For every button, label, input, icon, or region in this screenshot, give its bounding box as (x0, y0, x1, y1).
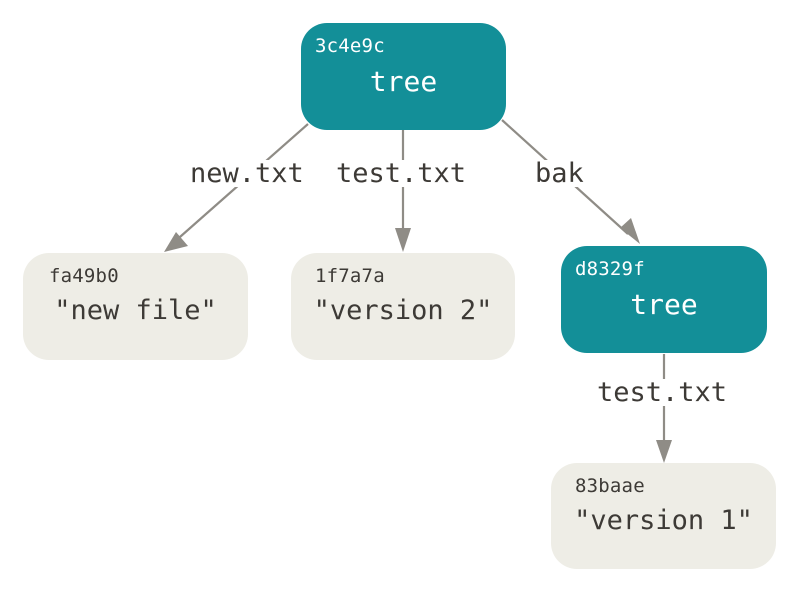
blob-version-1-node: 83baae "version 1" (551, 463, 776, 569)
blob-version-1-label: "version 1" (574, 505, 753, 536)
arrowhead-bak-test (656, 440, 672, 463)
root-tree-label: tree (369, 65, 438, 98)
bak-tree-hash: d8329f (575, 258, 645, 280)
blob-version-2-node: 1f7a7a "version 2" (291, 253, 515, 360)
arrowhead-new (164, 232, 188, 252)
bak-tree-label: tree (630, 288, 698, 321)
edge-label-bak: bak (531, 160, 588, 187)
edge-label-new-txt: new.txt (186, 160, 308, 187)
edge-label-test-txt: test.txt (332, 160, 471, 187)
blob-new-file-node: fa49b0 "new file" (23, 253, 248, 360)
blob-version-2-hash: 1f7a7a (315, 265, 385, 287)
blob-version-2-label: "version 2" (313, 295, 493, 326)
arrowhead-bak (620, 218, 640, 244)
blob-new-file-hash: fa49b0 (49, 265, 119, 287)
blob-new-file-label: "new file" (54, 295, 217, 326)
bak-tree-node: d8329f tree (561, 246, 767, 353)
root-tree-hash: 3c4e9c (315, 35, 385, 57)
root-tree-node: 3c4e9c tree (301, 23, 506, 130)
edge-label-bak-test-txt: test.txt (593, 379, 732, 406)
blob-version-1-hash: 83baae (575, 475, 645, 497)
arrowhead-test (395, 228, 411, 252)
